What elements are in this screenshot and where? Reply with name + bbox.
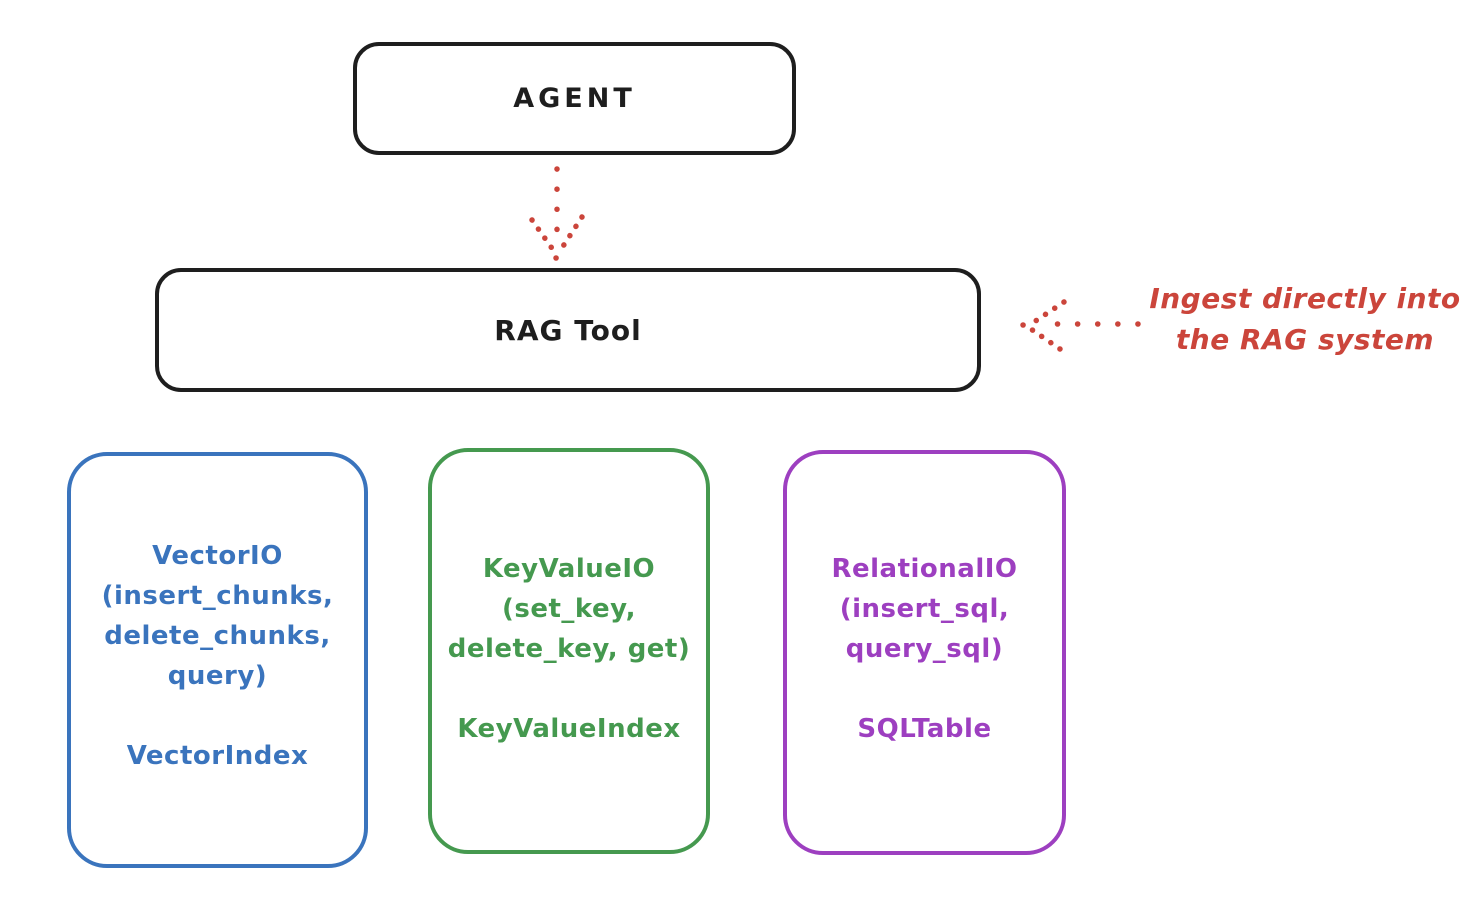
ingest-to-rag-arrow bbox=[1020, 299, 1141, 352]
sql-table-label: SQLTable bbox=[857, 714, 992, 744]
relational-io-label: RelationalIO (insert_sql, query_sql) bbox=[831, 554, 1018, 664]
vector-io-label: VectorIO (insert_chunks, delete_chunks, … bbox=[101, 541, 334, 691]
vector-index-label: VectorIndex bbox=[126, 741, 309, 771]
node-rag-tool: RAG Tool bbox=[155, 268, 981, 392]
rag-tool-label: RAG Tool bbox=[494, 313, 642, 347]
key-value-io-label: KeyValueIO (set_key, delete_key, get) bbox=[447, 554, 691, 664]
key-value-index-label: KeyValueIndex bbox=[457, 714, 681, 744]
node-vector-io: VectorIO (insert_chunks, delete_chunks, … bbox=[67, 452, 368, 868]
node-relational-io: RelationalIO (insert_sql, query_sql) SQL… bbox=[783, 450, 1066, 855]
agent-to-rag-arrow bbox=[529, 166, 585, 261]
node-key-value-io: KeyValueIO (set_key, delete_key, get) Ke… bbox=[428, 448, 710, 854]
ingest-annotation: Ingest directly into the RAG system bbox=[1149, 282, 1461, 356]
agent-label: AGENT bbox=[513, 83, 636, 114]
node-agent: AGENT bbox=[353, 42, 796, 155]
